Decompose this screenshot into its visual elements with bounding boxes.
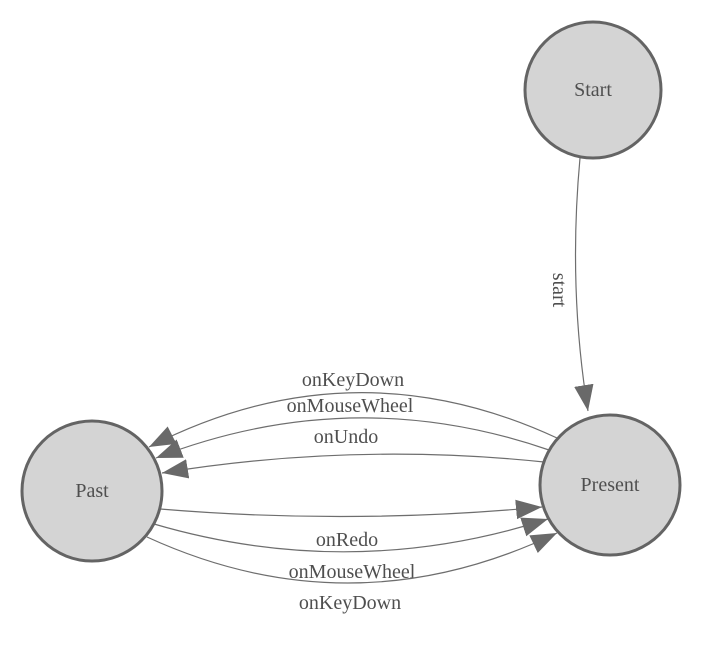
edge-label-onmousewheel-bottom: onMouseWheel [289,561,416,583]
node-label-start: Start [574,79,612,101]
edge-present-to-past-onkeydown[interactable]: onKeyDown [148,369,558,448]
edge-start-to-present[interactable]: start [548,157,594,412]
edge-past-to-present-onmousewheel[interactable]: onMouseWheel [153,517,549,583]
node-label-past: Past [75,480,109,502]
node-present[interactable]: Present [538,413,682,557]
edge-label-onredo: onRedo [316,529,378,551]
edge-present-to-past-onmousewheel[interactable]: onMouseWheel [155,395,550,459]
edge-past-to-present-onredo[interactable]: onRedo [159,499,543,551]
edge-present-to-past-onundo[interactable]: onUndo [161,426,545,479]
edge-label-onkeydown-bottom: onKeyDown [299,592,401,614]
node-start[interactable]: Start [523,20,663,160]
edge-label-onmousewheel-top: onMouseWheel [287,395,414,417]
edge-label-start: start [548,273,570,308]
node-past[interactable]: Past [20,419,164,563]
edge-past-to-present-onkeydown[interactable]: onKeyDown [146,532,558,614]
node-label-present: Present [581,474,640,496]
edge-label-onundo: onUndo [314,426,378,448]
edge-label-onkeydown-top: onKeyDown [302,369,404,391]
